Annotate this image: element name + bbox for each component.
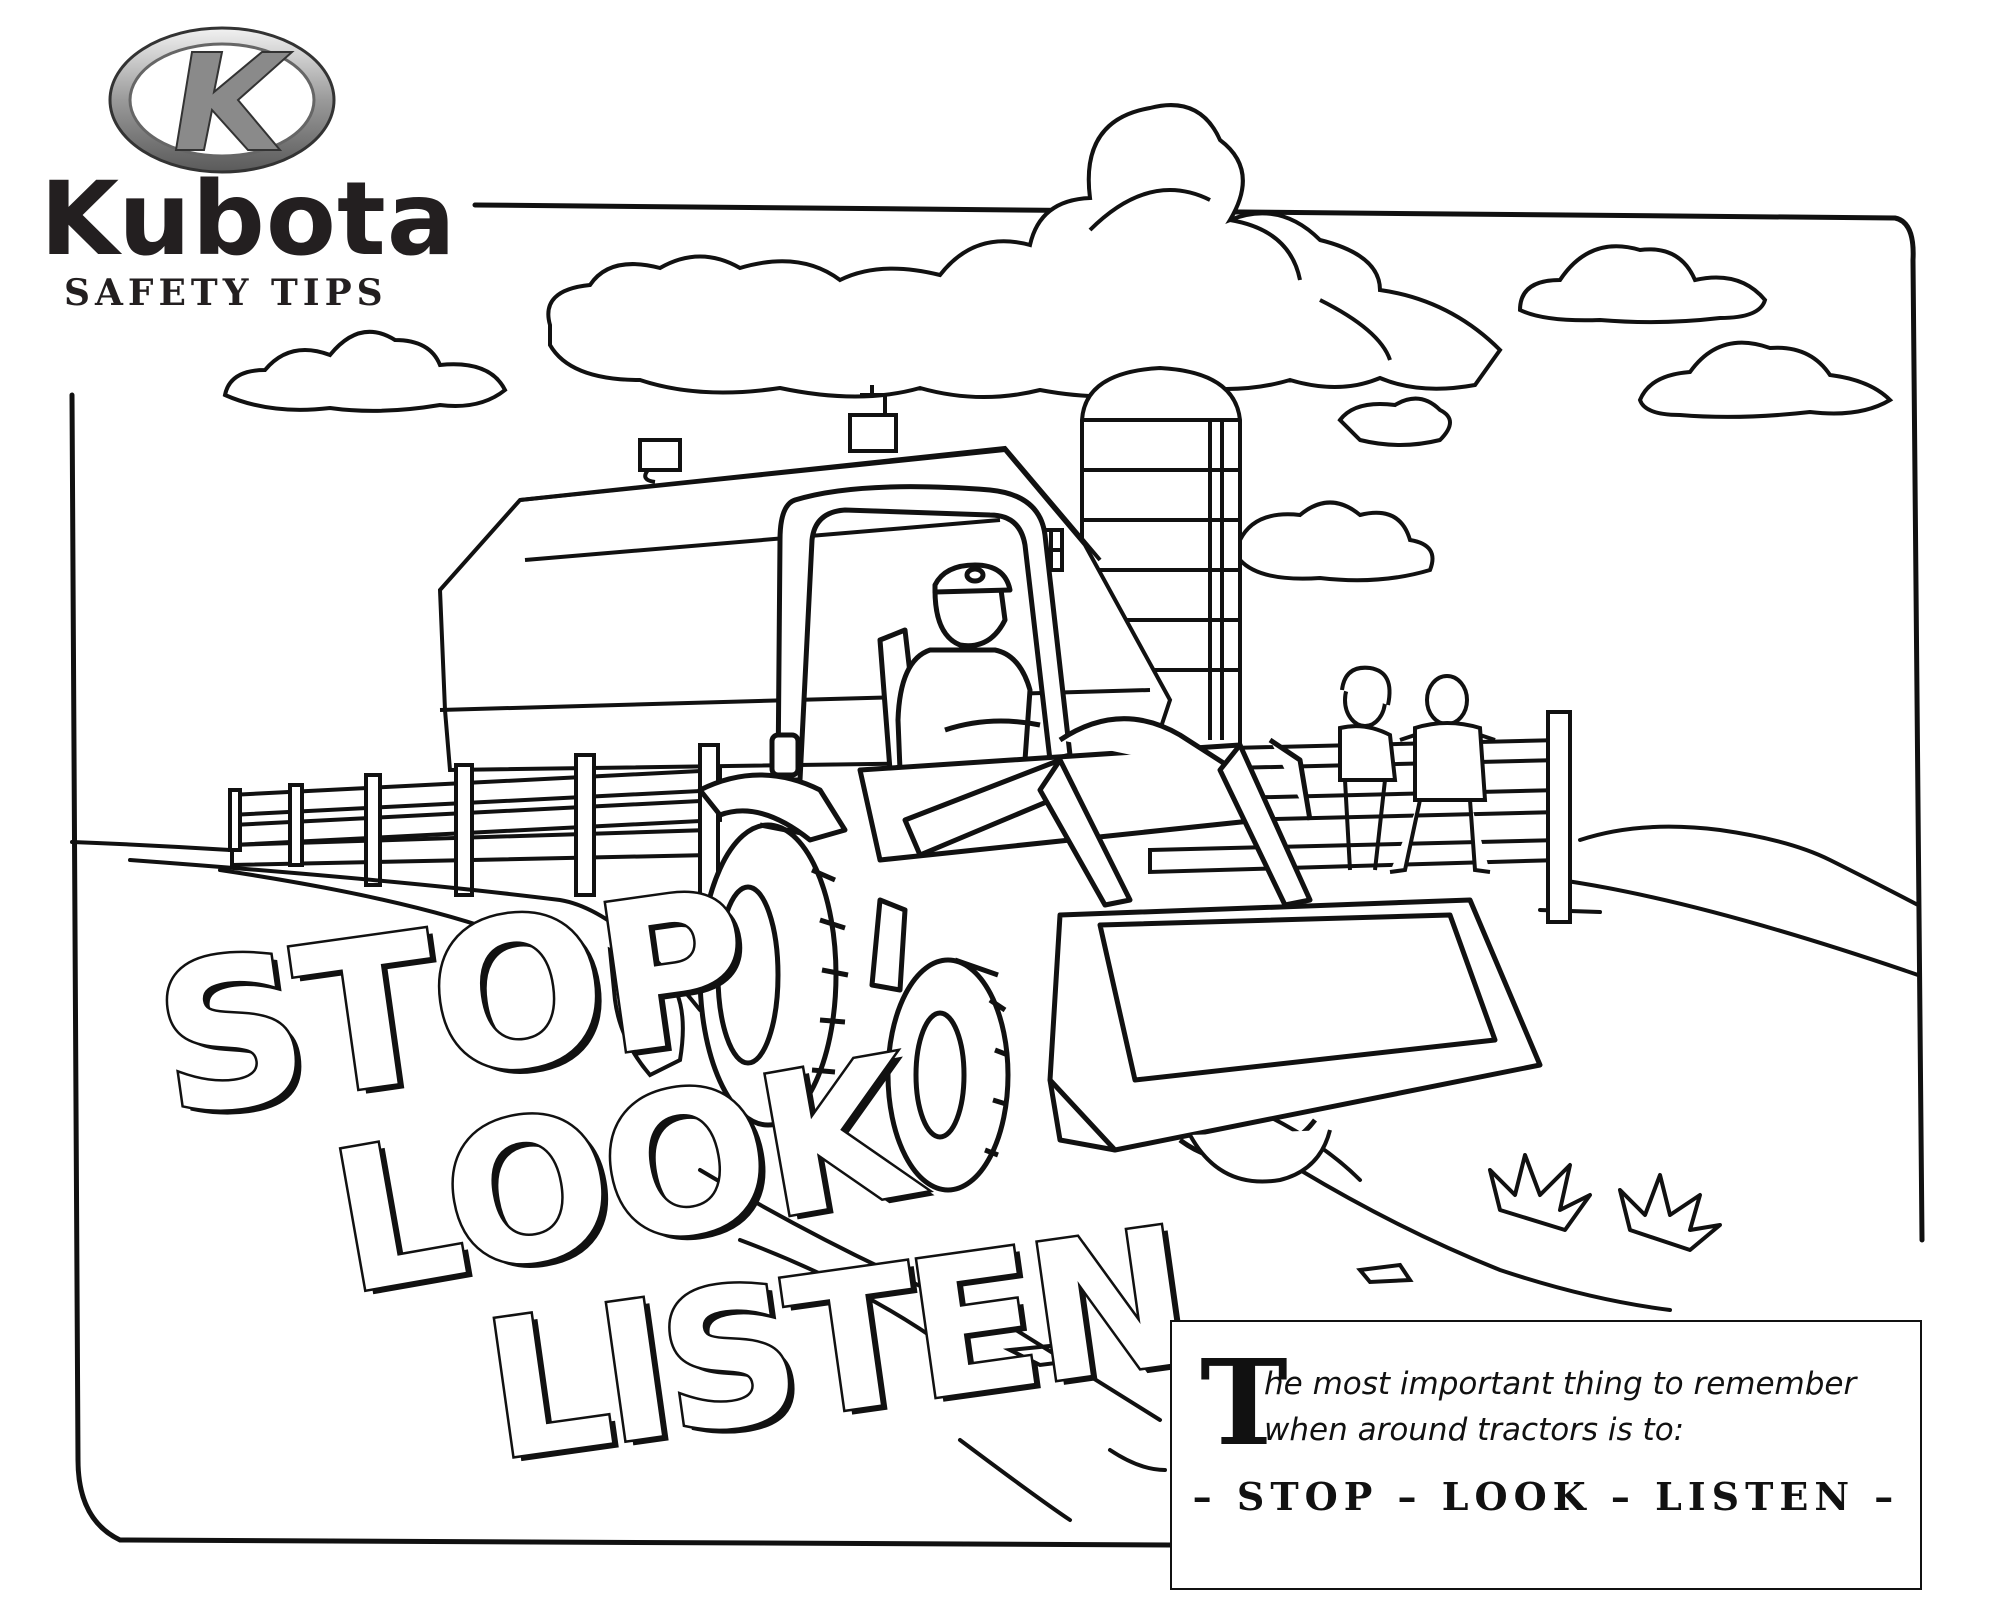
kubota-emblem-icon: [108, 26, 336, 174]
tractor: [697, 484, 1543, 1193]
clouds: [222, 103, 1894, 583]
boy-figure: [1389, 674, 1496, 874]
tip-text-line2: when around tractors is to:: [1264, 1412, 1685, 1448]
safety-tip-box: T he most important thing to remember wh…: [1170, 1320, 1922, 1590]
road: [128, 858, 1672, 1522]
kubota-logo-wordmark: Kubota: [40, 160, 457, 279]
hidden-front-tire: [1188, 1129, 1332, 1184]
page-border: [69, 202, 1925, 1548]
fence-left: [228, 743, 722, 907]
grass-tufts: [1488, 1153, 1722, 1252]
tip-slogan: – STOP – LOOK – LISTEN –: [1192, 1474, 1900, 1519]
tip-text-line1: he most important thing to remember: [1264, 1366, 1857, 1402]
woman-figure: [1338, 665, 1398, 871]
safety-tips-subtitle: SAFETY TIPS: [64, 272, 388, 314]
tip-drop-cap: T: [1200, 1333, 1288, 1472]
rock: [607, 946, 685, 1078]
